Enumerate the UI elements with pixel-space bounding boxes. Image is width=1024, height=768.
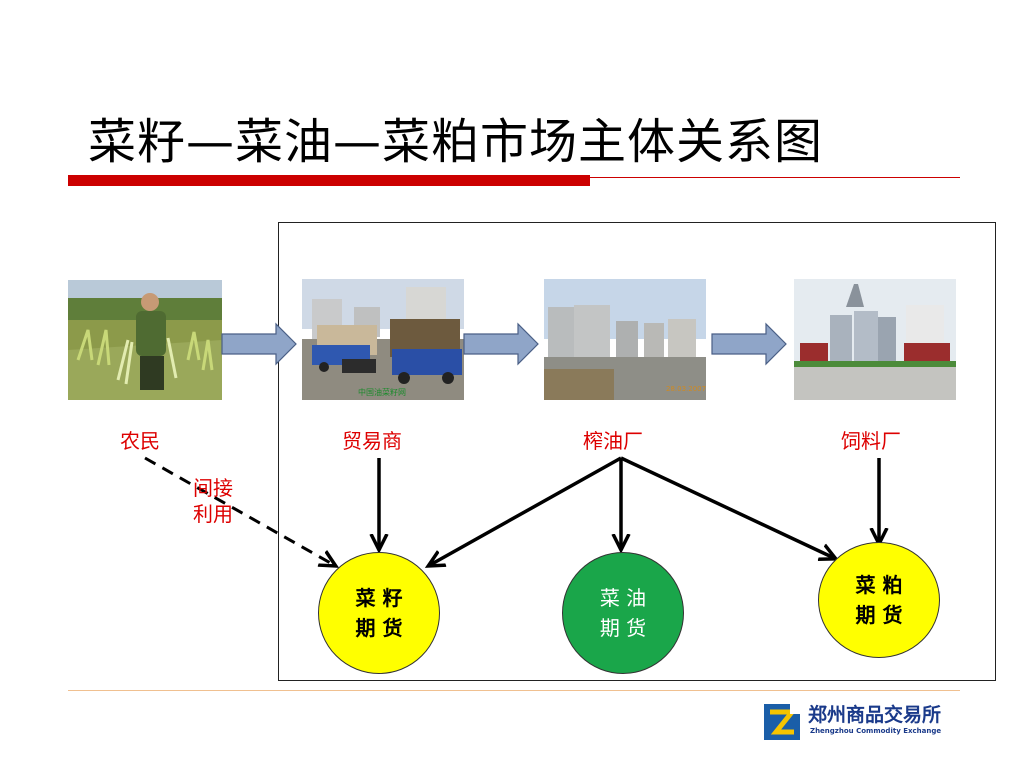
logo-english-name: Zhengzhou Commodity Exchange: [810, 727, 942, 735]
rapeseed-oil-futures-line1: 菜 油: [599, 586, 647, 610]
footer-divider: [68, 690, 960, 691]
arrow-oilmill-rapeseed: [430, 456, 622, 565]
logo-chinese-name: 郑州商品交易所: [808, 704, 942, 726]
page-title: 菜籽—菜油—菜粕市场主体关系图: [88, 114, 824, 170]
zce-logo-icon: [764, 704, 800, 740]
title-underline-thin: [590, 177, 960, 178]
oil-mill-photo-date: 28.03.2007: [666, 385, 706, 393]
feed-mill-photo: [794, 279, 956, 400]
rapeseed-futures-line1: 菜 籽: [355, 586, 403, 610]
node-label-feed-mill: 饲料厂: [841, 429, 901, 453]
rapeseed-meal-futures-node: 菜 粕 期 货: [818, 542, 940, 658]
rapeseed-meal-futures-line1: 菜 粕: [855, 573, 903, 597]
indirect-use-label: 间接 利用: [193, 475, 233, 527]
trader-photo: 中国油菜籽网: [302, 279, 464, 400]
node-label-farmer: 农民: [120, 429, 160, 453]
trader-photo-watermark: 中国油菜籽网: [358, 388, 406, 397]
diagram-frame: [278, 222, 996, 681]
exchange-logo: 郑州商品交易所 Zhengzhou Commodity Exchange: [764, 700, 964, 744]
rapeseed-futures-line2: 期 货: [355, 616, 403, 640]
arrow-oilmill-meal: [620, 456, 834, 558]
rapeseed-oil-futures-line2: 期 货: [599, 616, 647, 640]
indirect-label-line2: 利用: [193, 502, 233, 526]
rapeseed-meal-futures-line2: 期 货: [855, 603, 903, 627]
flow-arrow-farmer-trader: [221, 322, 297, 366]
farmer-photo: [68, 280, 222, 400]
oil-mill-photo: 28.03.2007: [544, 279, 706, 400]
node-label-trader: 贸易商: [342, 429, 402, 453]
title-underline-bar: [68, 175, 590, 186]
rapeseed-oil-futures-node: 菜 油 期 货: [562, 552, 684, 674]
flow-arrow-trader-oilmill: [463, 322, 539, 366]
node-label-oil-mill: 榨油厂: [583, 429, 643, 453]
flow-arrow-oilmill-feedmill: [711, 322, 787, 366]
indirect-label-line1: 间接: [193, 476, 233, 500]
rapeseed-futures-node: 菜 籽 期 货: [318, 552, 440, 674]
indirect-arrow: [144, 456, 334, 565]
